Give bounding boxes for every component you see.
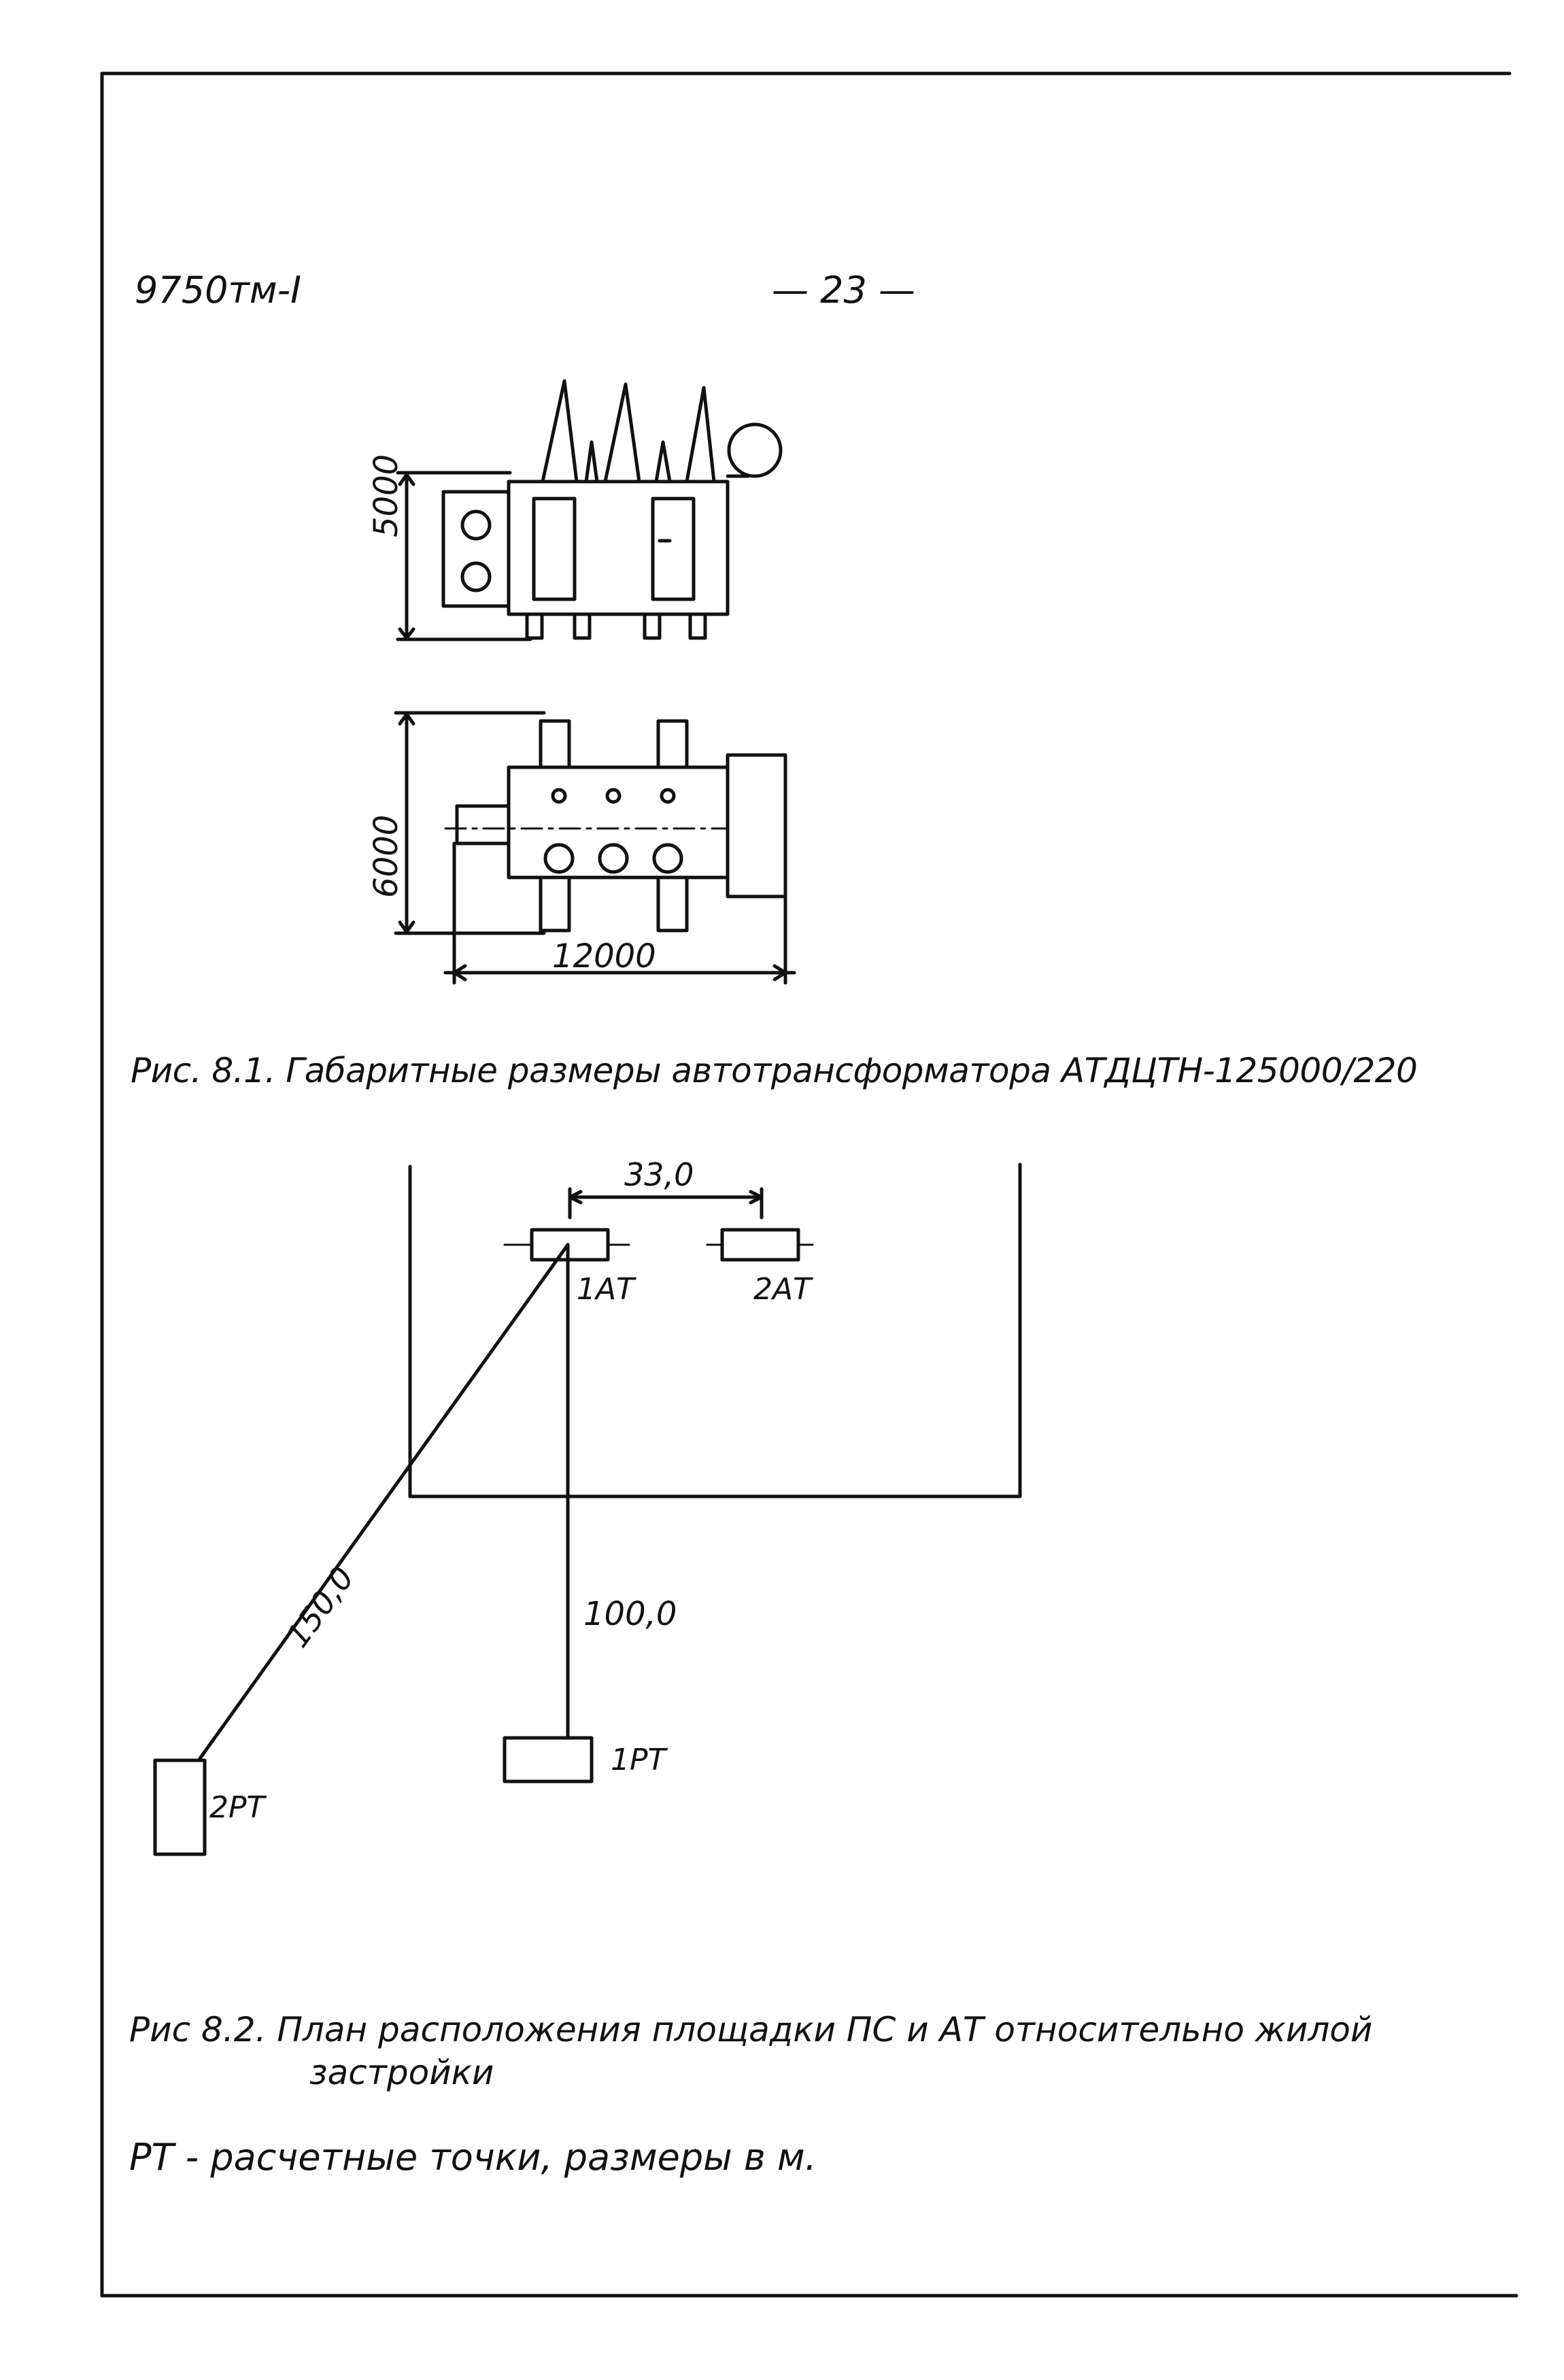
site-plan [153,1162,1022,1856]
document-code: 9750тм-I [135,269,302,312]
autotransformer-1-label: 1АТ [577,1272,634,1307]
transformer-side-view [396,379,783,641]
autotransformer-2-label: 2АТ [753,1272,811,1307]
top-view-height-dimension: 6000 [367,814,405,898]
figure-8-2-caption-line2: застройки [309,2053,494,2092]
vertical-distance-label: 100,0 [583,1595,677,1633]
calculation-points-note: РТ - расчетные точки, размеры в м. [129,2136,817,2179]
page-frame [100,71,1518,2298]
page-number: — 23 — [772,269,916,312]
calculation-point-1-label: 1РТ [611,1743,666,1777]
calculation-point-2-label: 2РТ [209,1790,265,1825]
side-view-height-dimension: 5000 [367,454,405,537]
at-spacing-dimension: 33,0 [624,1156,694,1193]
figure-8-2-caption-line1: Рис 8.2. План расположения площадки ПС и… [129,2010,1373,2049]
figure-8-1-caption: Рис. 8.1. Габаритные размеры автотрансфо… [131,1051,1418,1090]
top-view-width-dimension: 12000 [552,937,656,975]
transformer-top-view [394,711,796,985]
